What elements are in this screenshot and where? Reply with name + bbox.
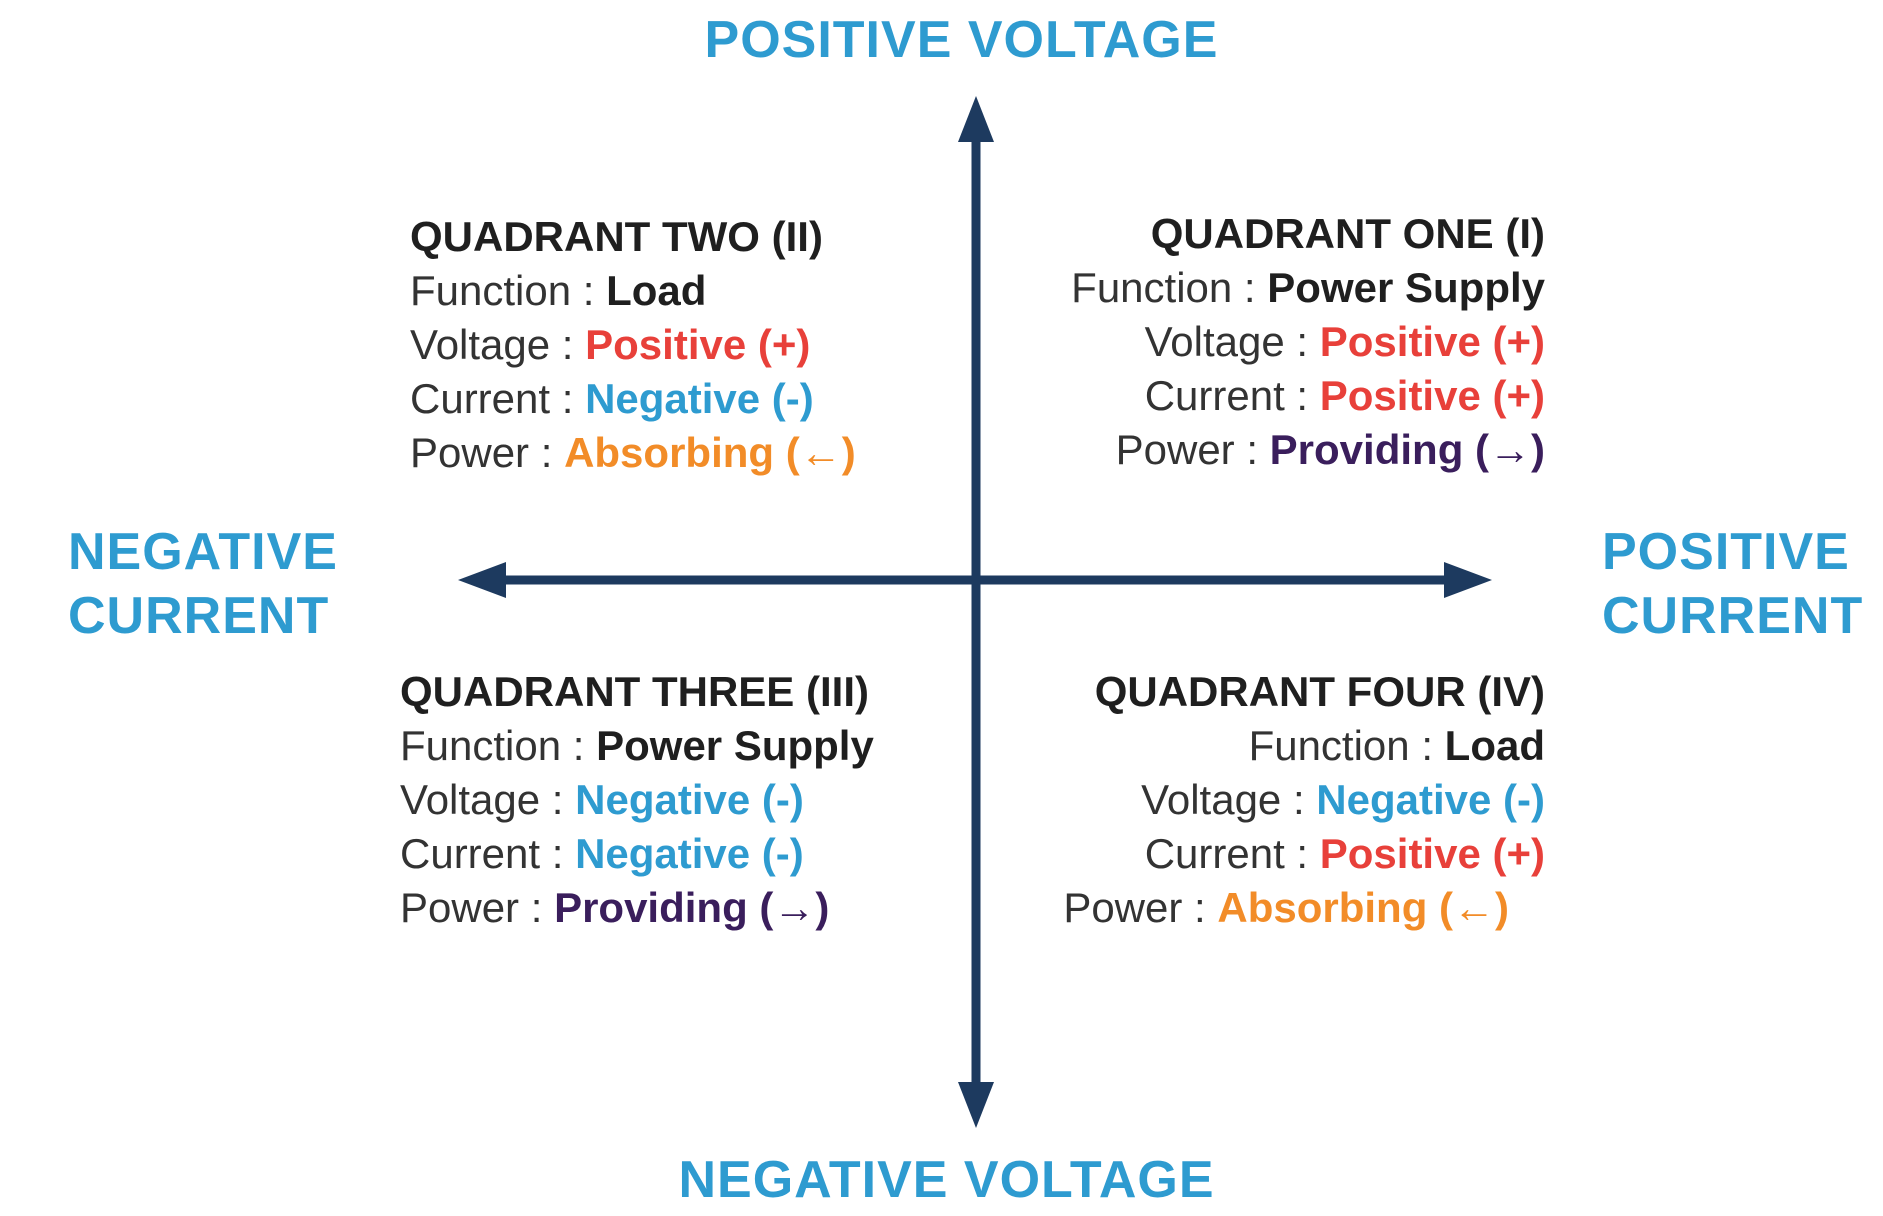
quadrant-three-title: QUADRANT THREE (III) bbox=[400, 668, 869, 715]
quadrant-one-current: Current : Positive (+) bbox=[1020, 369, 1545, 423]
voltage-value: Negative (-) bbox=[575, 776, 804, 823]
power-value: Providing (→) bbox=[554, 884, 830, 931]
power-value: Providing (→) bbox=[1269, 426, 1545, 473]
quadrant-three-function: Function : Power Supply bbox=[400, 719, 874, 773]
voltage-value: Negative (-) bbox=[1316, 776, 1545, 823]
power-key: Power : bbox=[400, 884, 555, 931]
quadrant-three-current: Current : Negative (-) bbox=[400, 827, 874, 881]
voltage-value: Positive (+) bbox=[1319, 318, 1545, 365]
quadrant-one-power: Power : Providing (→) bbox=[1020, 423, 1545, 477]
voltage-key: Voltage : bbox=[1141, 776, 1317, 823]
function-value: Power Supply bbox=[596, 722, 874, 769]
quadrant-three: QUADRANT THREE (III) Function : Power Su… bbox=[400, 665, 874, 935]
quadrant-four-title: QUADRANT FOUR (IV) bbox=[1094, 668, 1545, 715]
current-value: Negative (-) bbox=[585, 375, 814, 422]
quadrant-three-power: Power : Providing (→) bbox=[400, 881, 874, 935]
function-value: Load bbox=[1444, 722, 1545, 769]
quadrant-one: QUADRANT ONE (I) Function : Power Supply… bbox=[1020, 207, 1545, 477]
positive-current-line2: CURRENT bbox=[1602, 587, 1864, 645]
current-key: Current : bbox=[1144, 372, 1320, 419]
quadrant-two-power: Power : Absorbing (←) bbox=[410, 426, 856, 480]
quadrant-one-title: QUADRANT ONE (I) bbox=[1150, 210, 1545, 257]
current-key: Current : bbox=[400, 830, 576, 877]
current-value: Positive (+) bbox=[1319, 830, 1545, 877]
quadrant-two-title: QUADRANT TWO (II) bbox=[410, 213, 823, 260]
quadrant-one-function: Function : Power Supply bbox=[1020, 261, 1545, 315]
current-key: Current : bbox=[410, 375, 586, 422]
current-key: Current : bbox=[1144, 830, 1320, 877]
quadrant-four-function: Function : Load bbox=[1020, 719, 1545, 773]
function-key: Function : bbox=[410, 267, 607, 314]
function-value: Power Supply bbox=[1267, 264, 1545, 311]
quadrant-three-voltage: Voltage : Negative (-) bbox=[400, 773, 874, 827]
power-key: Power : bbox=[410, 429, 565, 476]
positive-current-label: POSITIVE CURRENT bbox=[1602, 520, 1863, 648]
quadrant-four-voltage: Voltage : Negative (-) bbox=[1020, 773, 1545, 827]
quadrant-four-current: Current : Positive (+) bbox=[1020, 827, 1545, 881]
power-value: Absorbing (←) bbox=[564, 429, 856, 476]
positive-voltage-label: POSITIVE VOLTAGE bbox=[704, 11, 1219, 69]
negative-current-line2: CURRENT bbox=[68, 587, 330, 645]
voltage-key: Voltage : bbox=[1144, 318, 1320, 365]
negative-current-label: NEGATIVE CURRENT bbox=[68, 520, 338, 648]
current-axis-arrow-right bbox=[1444, 562, 1492, 598]
quadrant-four-power: Power : Absorbing (←) bbox=[1020, 881, 1545, 935]
quadrant-two: QUADRANT TWO (II) Function : Load Voltag… bbox=[410, 210, 856, 480]
voltage-key: Voltage : bbox=[410, 321, 586, 368]
current-value: Negative (-) bbox=[575, 830, 804, 877]
current-axis-arrow-left bbox=[458, 562, 506, 598]
function-key: Function : bbox=[1248, 722, 1445, 769]
power-value: Absorbing (←) bbox=[1217, 884, 1509, 931]
voltage-axis-arrow-up bbox=[958, 96, 994, 142]
power-key: Power : bbox=[1063, 884, 1218, 931]
quadrant-two-function: Function : Load bbox=[410, 264, 856, 318]
quadrant-two-current: Current : Negative (-) bbox=[410, 372, 856, 426]
function-key: Function : bbox=[1071, 264, 1268, 311]
function-value: Load bbox=[606, 267, 707, 314]
negative-current-line1: NEGATIVE bbox=[68, 523, 338, 581]
quadrant-two-voltage: Voltage : Positive (+) bbox=[410, 318, 856, 372]
positive-current-line1: POSITIVE bbox=[1602, 523, 1850, 581]
function-key: Function : bbox=[400, 722, 597, 769]
voltage-key: Voltage : bbox=[400, 776, 576, 823]
negative-voltage-label: NEGATIVE VOLTAGE bbox=[678, 1151, 1215, 1209]
voltage-value: Positive (+) bbox=[585, 321, 811, 368]
voltage-axis-arrow-down bbox=[958, 1082, 994, 1128]
current-value: Positive (+) bbox=[1319, 372, 1545, 419]
quadrant-four: QUADRANT FOUR (IV) Function : Load Volta… bbox=[1020, 665, 1545, 935]
power-key: Power : bbox=[1115, 426, 1270, 473]
quadrant-one-voltage: Voltage : Positive (+) bbox=[1020, 315, 1545, 369]
